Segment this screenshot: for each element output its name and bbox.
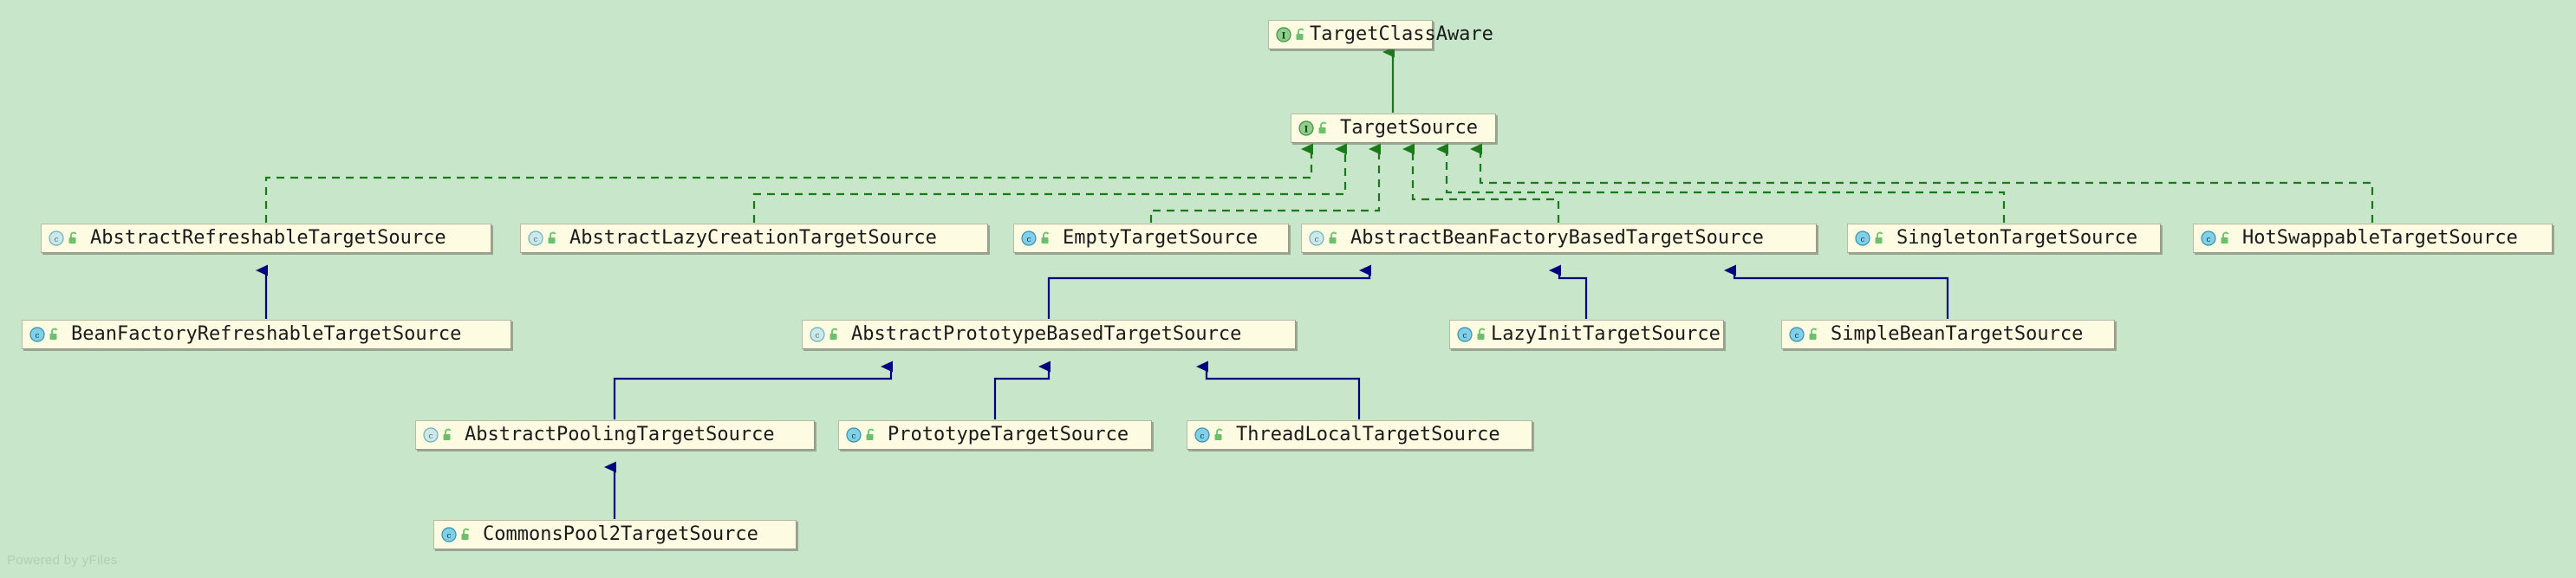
svg-text:c: c: [1794, 332, 1799, 341]
class-icon: c: [2200, 230, 2217, 247]
realization-edges: [264, 46, 2374, 223]
svg-text:c: c: [1026, 236, 1031, 244]
edge-emptytargetsource-targetsource: [1149, 143, 1381, 223]
edge-threadlocal-abstractprototypebased: [1196, 360, 1361, 419]
uml-node-label: CommonsPool2TargetSource: [483, 523, 758, 545]
uml-node-SimpleBeanTargetSource[interactable]: c SimpleBeanTargetSource: [1781, 320, 2115, 349]
class-icon: c: [845, 426, 862, 444]
uml-node-label: AbstractBeanFactoryBasedTargetSource: [1350, 227, 1764, 249]
uml-node-label: AbstractLazyCreationTargetSource: [569, 227, 937, 249]
svg-text:c: c: [35, 332, 39, 341]
abstract-class-icon: c: [1308, 230, 1325, 247]
uml-node-AbstractPoolingTargetSource[interactable]: c AbstractPoolingTargetSource: [415, 420, 815, 450]
public-lock-icon: [459, 527, 473, 542]
svg-text:c: c: [1200, 432, 1204, 441]
uml-node-label: HotSwappableTargetSource: [2242, 227, 2518, 249]
svg-text:c: c: [815, 332, 819, 341]
uml-node-label: EmptyTargetSource: [1063, 227, 1259, 249]
interface-icon: I: [1298, 120, 1315, 137]
uml-node-BeanFactoryRefreshableTargetSource[interactable]: c BeanFactoryRefreshableTargetSource: [22, 320, 511, 349]
svg-text:c: c: [54, 236, 58, 244]
uml-node-AbstractRefreshableTargetSource[interactable]: c AbstractRefreshableTargetSource: [41, 224, 491, 253]
abstract-class-icon: c: [809, 326, 826, 343]
uml-node-TargetSource[interactable]: I TargetSource: [1291, 114, 1496, 143]
uml-node-label: AbstractPoolingTargetSource: [465, 424, 775, 445]
uml-node-CommonsPool2TargetSource[interactable]: c CommonsPool2TargetSource: [433, 520, 797, 549]
abstract-class-icon: c: [422, 426, 439, 444]
svg-text:c: c: [851, 432, 855, 441]
public-lock-icon: [441, 427, 455, 443]
generalization-edges: [256, 264, 1949, 519]
uml-node-AbstractPrototypeBasedTargetSource[interactable]: c AbstractPrototypeBasedTargetSource: [802, 320, 1296, 349]
public-lock-icon: [828, 327, 842, 342]
svg-text:c: c: [1314, 236, 1318, 244]
public-lock-icon: [546, 231, 560, 246]
class-icon: c: [1854, 230, 1871, 247]
uml-node-label: ThreadLocalTargetSource: [1236, 424, 1500, 445]
yfiles-watermark: Powered by yFiles: [7, 553, 118, 568]
class-icon: c: [1456, 326, 1473, 343]
svg-text:I: I: [1304, 125, 1309, 134]
class-icon: c: [1194, 426, 1211, 444]
class-icon: c: [440, 526, 458, 543]
public-lock-icon: [48, 327, 62, 342]
uml-node-label: AbstractPrototypeBasedTargetSource: [851, 323, 1242, 345]
svg-text:c: c: [2206, 236, 2210, 244]
uml-node-EmptyTargetSource[interactable]: c EmptyTargetSource: [1013, 224, 1289, 253]
edge-prototype-abstractprototypebased: [993, 360, 1051, 419]
uml-node-ThreadLocalTargetSource[interactable]: c ThreadLocalTargetSource: [1187, 420, 1532, 450]
interface-icon: I: [1275, 26, 1292, 43]
edge-lazyinit-abstractbeanfactorybased: [1549, 264, 1588, 319]
svg-text:I: I: [1282, 31, 1286, 41]
public-lock-icon: [67, 231, 81, 246]
uml-node-SingletonTargetSource[interactable]: c SingletonTargetSource: [1847, 224, 2161, 253]
svg-text:c: c: [533, 236, 537, 244]
edge-abstractbeanfactorybased-targetsource: [1402, 143, 1560, 223]
public-lock-icon: [1317, 120, 1330, 136]
abstract-class-icon: c: [527, 230, 544, 247]
public-lock-icon: [1807, 327, 1821, 342]
public-lock-icon: [2219, 231, 2233, 246]
edge-abstractprototypebased-abstractbeanfactorybased: [1047, 264, 1371, 319]
uml-node-label: TargetSource: [1340, 117, 1478, 139]
public-lock-icon: [1327, 231, 1341, 246]
edge-hotswappabletargetsource-targetsource: [1470, 143, 2374, 223]
public-lock-icon: [1475, 327, 1489, 342]
public-lock-icon: [1873, 231, 1887, 246]
uml-node-label: TargetClassAware: [1310, 23, 1493, 45]
public-lock-icon: [1039, 231, 1053, 246]
edge-abstractpooling-abstractprototypebased: [613, 360, 893, 419]
uml-node-label: LazyInitTargetSource: [1491, 323, 1721, 345]
edge-singletontargetsource-targetsource: [1436, 143, 2006, 223]
uml-node-HotSwappableTargetSource[interactable]: c HotSwappableTargetSource: [2193, 224, 2553, 253]
uml-node-AbstractBeanFactoryBasedTargetSource[interactable]: c AbstractBeanFactoryBasedTargetSource: [1301, 224, 1817, 253]
uml-node-label: SingletonTargetSource: [1896, 227, 2138, 249]
svg-text:c: c: [446, 532, 451, 541]
public-lock-icon: [1213, 427, 1226, 443]
edge-abstractrefreshable-targetsource: [264, 143, 1313, 223]
abstract-class-icon: c: [48, 230, 65, 247]
uml-node-label: AbstractRefreshableTargetSource: [90, 227, 446, 249]
uml-node-TargetClassAware[interactable]: I TargetClassAware: [1268, 20, 1493, 49]
uml-node-LazyInitTargetSource[interactable]: c LazyInitTargetSource: [1449, 320, 1724, 349]
edge-simplebean-abstractbeanfactorybased: [1724, 264, 1949, 319]
svg-text:c: c: [428, 432, 433, 441]
uml-node-PrototypeTargetSource[interactable]: c PrototypeTargetSource: [838, 420, 1152, 450]
public-lock-icon: [1294, 27, 1308, 42]
uml-node-AbstractLazyCreationTargetSource[interactable]: c AbstractLazyCreationTargetSource: [520, 224, 988, 253]
class-icon: c: [1020, 230, 1038, 247]
svg-text:c: c: [1462, 332, 1467, 341]
edge-abstractlazycreation-targetsource: [752, 143, 1347, 223]
public-lock-icon: [864, 427, 878, 443]
uml-node-label: SimpleBeanTargetSource: [1831, 323, 2084, 345]
class-icon: c: [1788, 326, 1805, 343]
class-icon: c: [29, 326, 46, 343]
svg-text:c: c: [1860, 236, 1864, 244]
uml-node-label: PrototypeTargetSource: [888, 424, 1129, 445]
uml-node-label: BeanFactoryRefreshableTargetSource: [71, 323, 462, 345]
